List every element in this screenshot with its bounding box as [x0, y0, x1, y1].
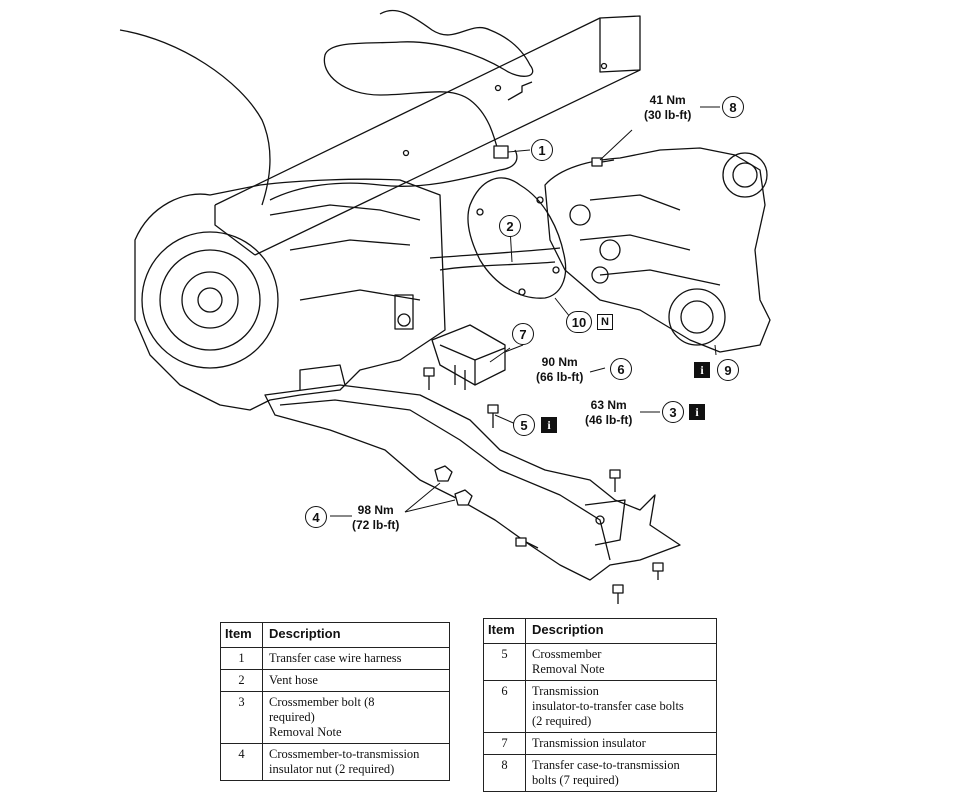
- callout-9: 9: [717, 359, 739, 381]
- new-part-badge-10: N: [597, 314, 613, 330]
- gasket: [467, 177, 567, 299]
- item-description: Crossmember Removal Note: [525, 643, 717, 681]
- table-header-row: Item Description: [483, 618, 717, 644]
- torque-lbft: (46 lb-ft): [585, 413, 633, 427]
- item-description: Transmission insulator-to-transfer case …: [525, 680, 717, 733]
- callout-4: 4: [305, 506, 327, 528]
- torque-spec-8: 41 Nm (30 lb-ft): [644, 93, 691, 123]
- crossmember: [264, 384, 681, 581]
- torque-nm: 63 Nm: [590, 398, 627, 412]
- item-number: 3: [220, 691, 263, 744]
- table-row: 4 Crossmember-to-transmission insulator …: [220, 743, 450, 781]
- item-description: Crossmember-to-transmission insulator nu…: [262, 743, 450, 781]
- item-number: 4: [220, 743, 263, 781]
- bolt: [612, 584, 624, 604]
- torque-nm: 90 Nm: [541, 355, 578, 369]
- torque-lbft: (30 lb-ft): [644, 108, 692, 122]
- transmission: [134, 178, 446, 411]
- info-badge-5: i: [541, 417, 557, 433]
- bolt: [487, 404, 499, 428]
- item-number: 2: [220, 669, 263, 692]
- transfer-case-exploded-illustration: [119, 9, 771, 604]
- item-number: 6: [483, 680, 526, 733]
- callout-10: 10: [566, 311, 592, 333]
- wire-harness: [119, 9, 561, 271]
- item-description: Transmission insulator: [525, 732, 717, 755]
- bolt: [423, 367, 435, 390]
- item-number: 7: [483, 732, 526, 755]
- parts-table-right: Item Description 5 Crossmember Removal N…: [483, 618, 717, 792]
- bolt: [515, 537, 539, 549]
- transmission-insulator: [431, 324, 506, 390]
- frame-rail: [214, 15, 641, 256]
- item-description: Transfer case wire harness: [262, 647, 450, 670]
- callout-3: 3: [662, 401, 684, 423]
- callout-6: 6: [610, 358, 632, 380]
- torque-nm: 41 Nm: [649, 93, 686, 107]
- torque-lbft: (66 lb-ft): [536, 370, 584, 384]
- callout-7: 7: [512, 323, 534, 345]
- item-description: Crossmember bolt (8 required) Removal No…: [262, 691, 450, 744]
- torque-spec-3: 63 Nm (46 lb-ft): [585, 398, 632, 428]
- table-row: 8 Transfer case-to-transmission bolts (7…: [483, 754, 717, 792]
- table-row: 1 Transfer case wire harness: [220, 647, 450, 670]
- item-description: Vent hose: [262, 669, 450, 692]
- bolt: [609, 469, 621, 492]
- info-badge-3: i: [689, 404, 705, 420]
- table-row: 3 Crossmember bolt (8 required) Removal …: [220, 691, 450, 744]
- column-header-description: Description: [525, 618, 717, 644]
- callout-8: 8: [722, 96, 744, 118]
- item-number: 1: [220, 647, 263, 670]
- bolts: [423, 145, 664, 604]
- transfer-case: [544, 147, 771, 353]
- torque-lbft: (72 lb-ft): [352, 518, 400, 532]
- connector: [493, 145, 509, 159]
- callout-5: 5: [513, 414, 535, 436]
- bolt: [652, 562, 664, 580]
- item-description: Transfer case-to-transmission bolts (7 r…: [525, 754, 717, 792]
- table-row: 2 Vent hose: [220, 669, 450, 692]
- info-badge-9: i: [694, 362, 710, 378]
- callout-1: 1: [531, 139, 553, 161]
- item-number: 5: [483, 643, 526, 681]
- bolt: [591, 157, 615, 167]
- nut: [454, 489, 473, 506]
- column-header-description: Description: [262, 622, 450, 648]
- table-row: 5 Crossmember Removal Note: [483, 643, 717, 681]
- table-row: 6 Transmission insulator-to-transfer cas…: [483, 680, 717, 733]
- callout-2: 2: [499, 215, 521, 237]
- column-header-item: Item: [220, 622, 263, 648]
- table-row: 7 Transmission insulator: [483, 732, 717, 755]
- torque-nm: 98 Nm: [357, 503, 394, 517]
- nut: [434, 465, 453, 482]
- torque-spec-4: 98 Nm (72 lb-ft): [352, 503, 399, 533]
- table-header-row: Item Description: [220, 622, 450, 648]
- parts-table-left: Item Description 1 Transfer case wire ha…: [220, 622, 450, 781]
- column-header-item: Item: [483, 618, 526, 644]
- torque-spec-6: 90 Nm (66 lb-ft): [536, 355, 583, 385]
- leader-lines: [330, 106, 720, 517]
- item-number: 8: [483, 754, 526, 792]
